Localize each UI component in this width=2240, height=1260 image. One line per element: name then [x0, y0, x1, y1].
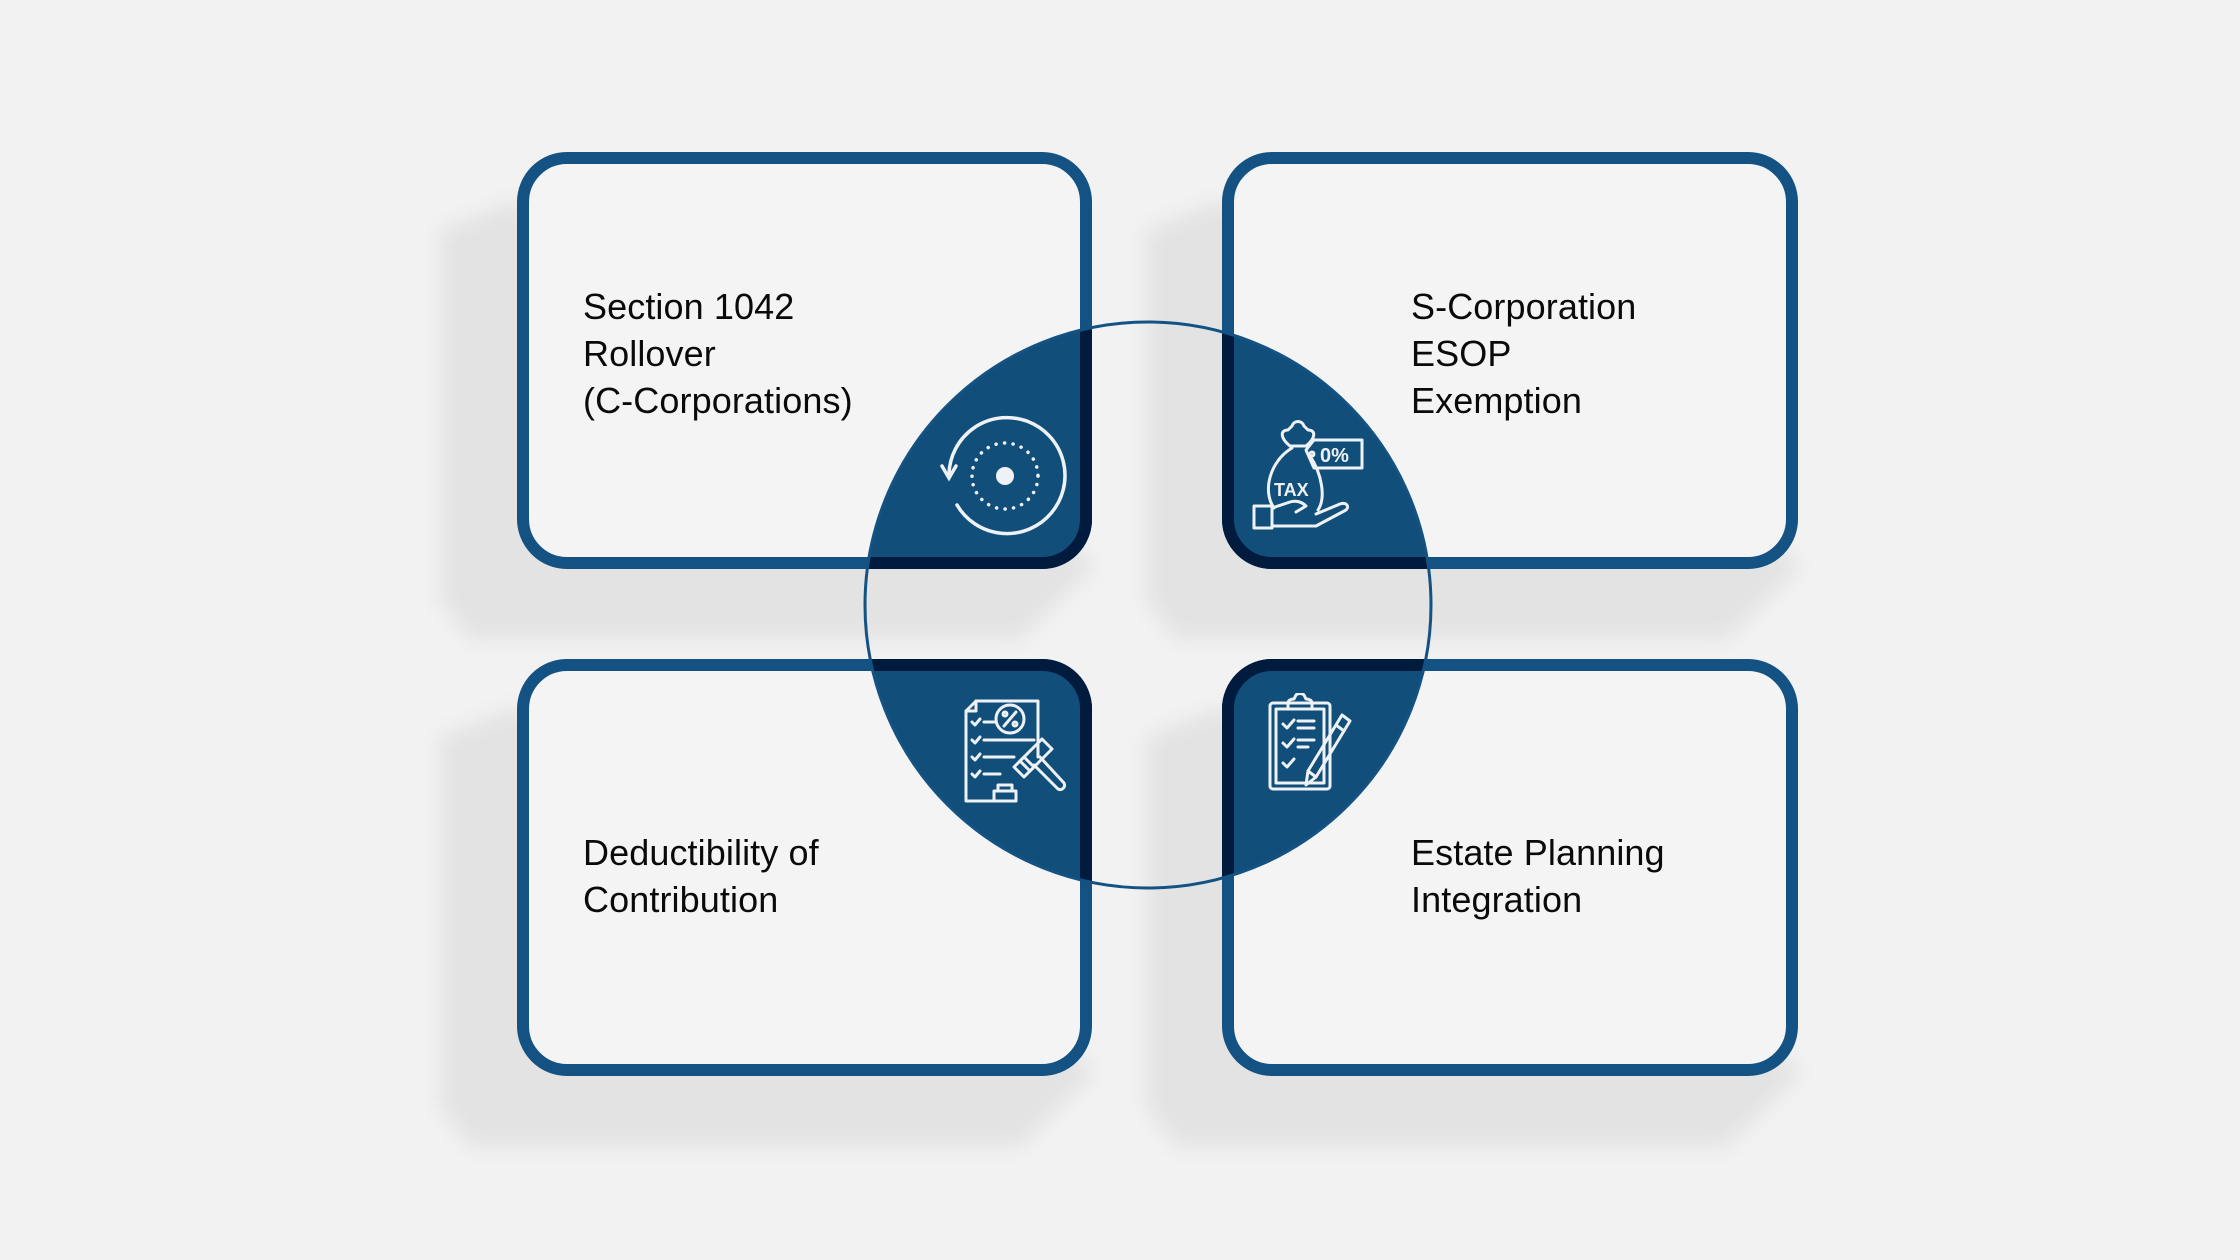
center-circle-outline — [863, 320, 1433, 890]
card-label-bottom-right: Estate Planning Integration — [1411, 832, 1665, 920]
rollover-cycle-icon — [940, 415, 1067, 536]
clipboard-checklist-icon — [1268, 693, 1352, 791]
svg-text:TAX: TAX — [1274, 480, 1309, 500]
tax-document-gavel-icon — [964, 699, 1066, 803]
overlap-borders — [865, 322, 1431, 888]
card-label-top-right: S-Corporation ESOP Exemption — [1411, 286, 1637, 421]
svg-text:0%: 0% — [1320, 445, 1349, 467]
tax-zero-percent-icon: TAX 0% — [1252, 420, 1364, 530]
card-label-bottom-left: Deductibility of Contribution — [583, 832, 819, 920]
card-label-top-left: Section 1042 Rollover (C-Corporations) — [583, 286, 853, 421]
